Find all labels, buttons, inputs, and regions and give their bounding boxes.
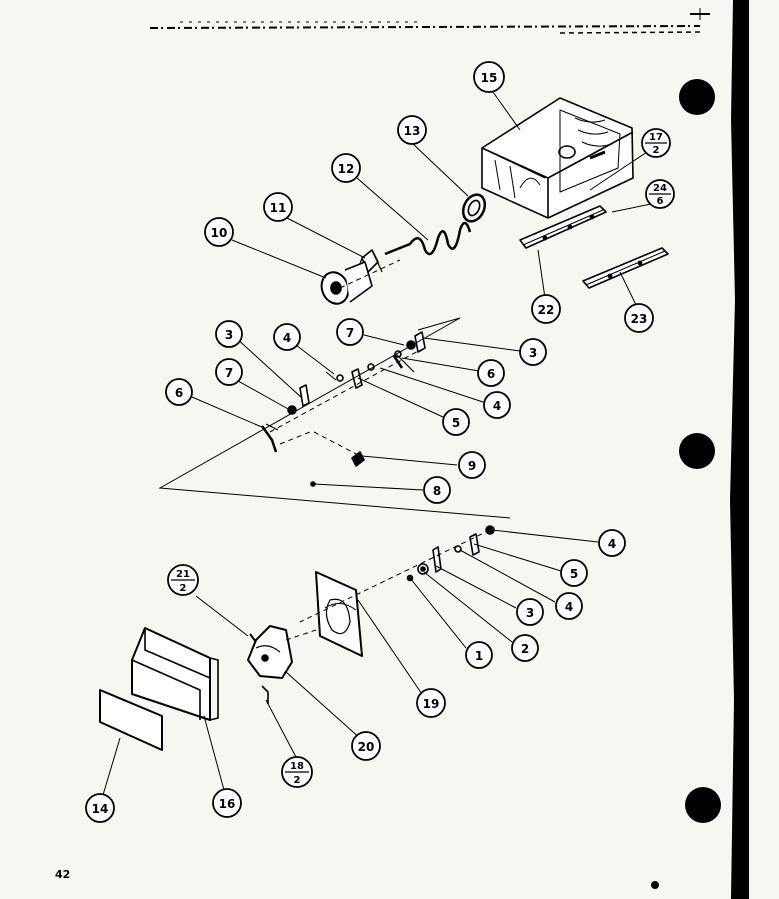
callout-7-upper-label: 7 [346, 326, 354, 340]
callout-8-label: 8 [433, 484, 441, 498]
callout-20-label: 20 [358, 740, 375, 754]
callout-20: 20 [351, 731, 381, 761]
callout-24-over-6: 24 6 [645, 179, 675, 209]
callout-22: 22 [531, 294, 561, 324]
callout-18-den: 2 [294, 775, 301, 786]
ice-bin-part [481, 97, 634, 219]
callout-12-label: 12 [338, 162, 355, 176]
callout-23: 23 [624, 303, 654, 333]
callout-11: 11 [263, 192, 293, 222]
leader-lines [102, 91, 652, 796]
callout-10-label: 10 [211, 226, 228, 240]
callout-3-right-label: 3 [529, 346, 537, 360]
callout-9-label: 9 [468, 459, 476, 473]
callout-6-left: 6 [165, 378, 193, 406]
callout-5-lower-label: 5 [570, 567, 578, 581]
bottom-rail-part [519, 205, 607, 249]
callout-2: 2 [511, 634, 539, 662]
callout-1: 1 [465, 641, 493, 669]
callout-21-over-2: 21 2 [167, 564, 199, 596]
front-panel-part [99, 689, 163, 751]
callout-18-num: 18 [290, 761, 304, 772]
callout-16: 16 [212, 788, 242, 818]
callout-24-den: 6 [657, 196, 664, 207]
callout-23-label: 23 [631, 312, 648, 326]
scan-edge-ragged [730, 0, 737, 899]
side-rail-part [582, 247, 669, 289]
callout-5-lower: 5 [560, 559, 588, 587]
page-number: 42 [55, 868, 71, 881]
callout-21-num: 21 [176, 569, 190, 580]
motor-housing-part [247, 625, 293, 704]
callout-6-right: 6 [477, 359, 505, 387]
callout-4-lower-right: 4 [598, 529, 626, 557]
callout-17-num: 17 [649, 132, 663, 143]
callout-17-den: 2 [653, 145, 660, 156]
auger-spring-part [384, 221, 472, 256]
front-housing-part [131, 627, 219, 721]
callout-3-left: 3 [215, 320, 243, 348]
callouts: 15 13 12 11 10 17 2 24 6 22 23 7 3 6 4 5… [85, 61, 675, 823]
binding-hole-top [679, 79, 715, 115]
coupler-ring-inner [467, 199, 481, 217]
callout-19: 19 [416, 688, 446, 718]
callout-19-label: 19 [423, 697, 440, 711]
callout-3-left-label: 3 [225, 328, 233, 342]
callout-4-right-label: 4 [493, 399, 501, 413]
callout-4-right: 4 [483, 391, 511, 419]
callout-1-label: 1 [475, 649, 483, 663]
callout-13-label: 13 [404, 124, 421, 138]
binding-hole-middle [679, 433, 715, 469]
callout-4-left-label: 4 [283, 331, 291, 345]
callout-2-label: 2 [521, 642, 529, 656]
callout-6-right-label: 6 [487, 367, 495, 381]
motor-plate-part [315, 571, 363, 657]
scan-top-noise [149, 8, 710, 34]
scan-edge-bar [737, 0, 749, 899]
callout-10: 10 [204, 217, 234, 247]
callout-11-label: 11 [270, 201, 287, 215]
callout-17-over-2: 17 2 [641, 128, 671, 158]
callout-3-lower-label: 3 [526, 606, 534, 620]
callout-3-lower: 3 [516, 598, 544, 626]
callout-15-label: 15 [481, 71, 498, 85]
callout-4-lower-right-label: 4 [608, 537, 616, 551]
callout-21-den: 2 [180, 583, 187, 594]
callout-14: 14 [85, 793, 115, 823]
callout-4-lower: 4 [555, 592, 583, 620]
parts [99, 97, 669, 751]
callout-9: 9 [458, 451, 486, 479]
callout-15: 15 [473, 61, 505, 93]
guide-lines [158, 259, 511, 641]
callout-8: 8 [423, 476, 451, 504]
callout-4-lower-label: 4 [565, 600, 573, 614]
callout-7-upper: 7 [336, 318, 364, 346]
callout-5-upper-label: 5 [452, 416, 460, 430]
callout-16-label: 16 [219, 797, 236, 811]
coupler-ring-part [461, 193, 487, 223]
callout-3-right: 3 [519, 338, 547, 366]
callout-7-left: 7 [215, 358, 243, 386]
callout-13: 13 [397, 115, 427, 145]
callout-22-label: 22 [538, 303, 555, 317]
callout-7-left-label: 7 [225, 366, 233, 380]
callout-5-upper: 5 [442, 408, 470, 436]
callout-14-label: 14 [92, 802, 109, 816]
callout-24-num: 24 [653, 183, 667, 194]
callout-12: 12 [331, 153, 361, 183]
callout-6-left-label: 6 [175, 386, 183, 400]
callout-18-over-2: 18 2 [281, 756, 313, 788]
binding-hole-bottom [685, 787, 721, 823]
callout-4-left: 4 [273, 323, 301, 351]
motor-end-part [320, 261, 373, 305]
middle-hardware [260, 331, 426, 487]
scan-speck [651, 881, 659, 889]
